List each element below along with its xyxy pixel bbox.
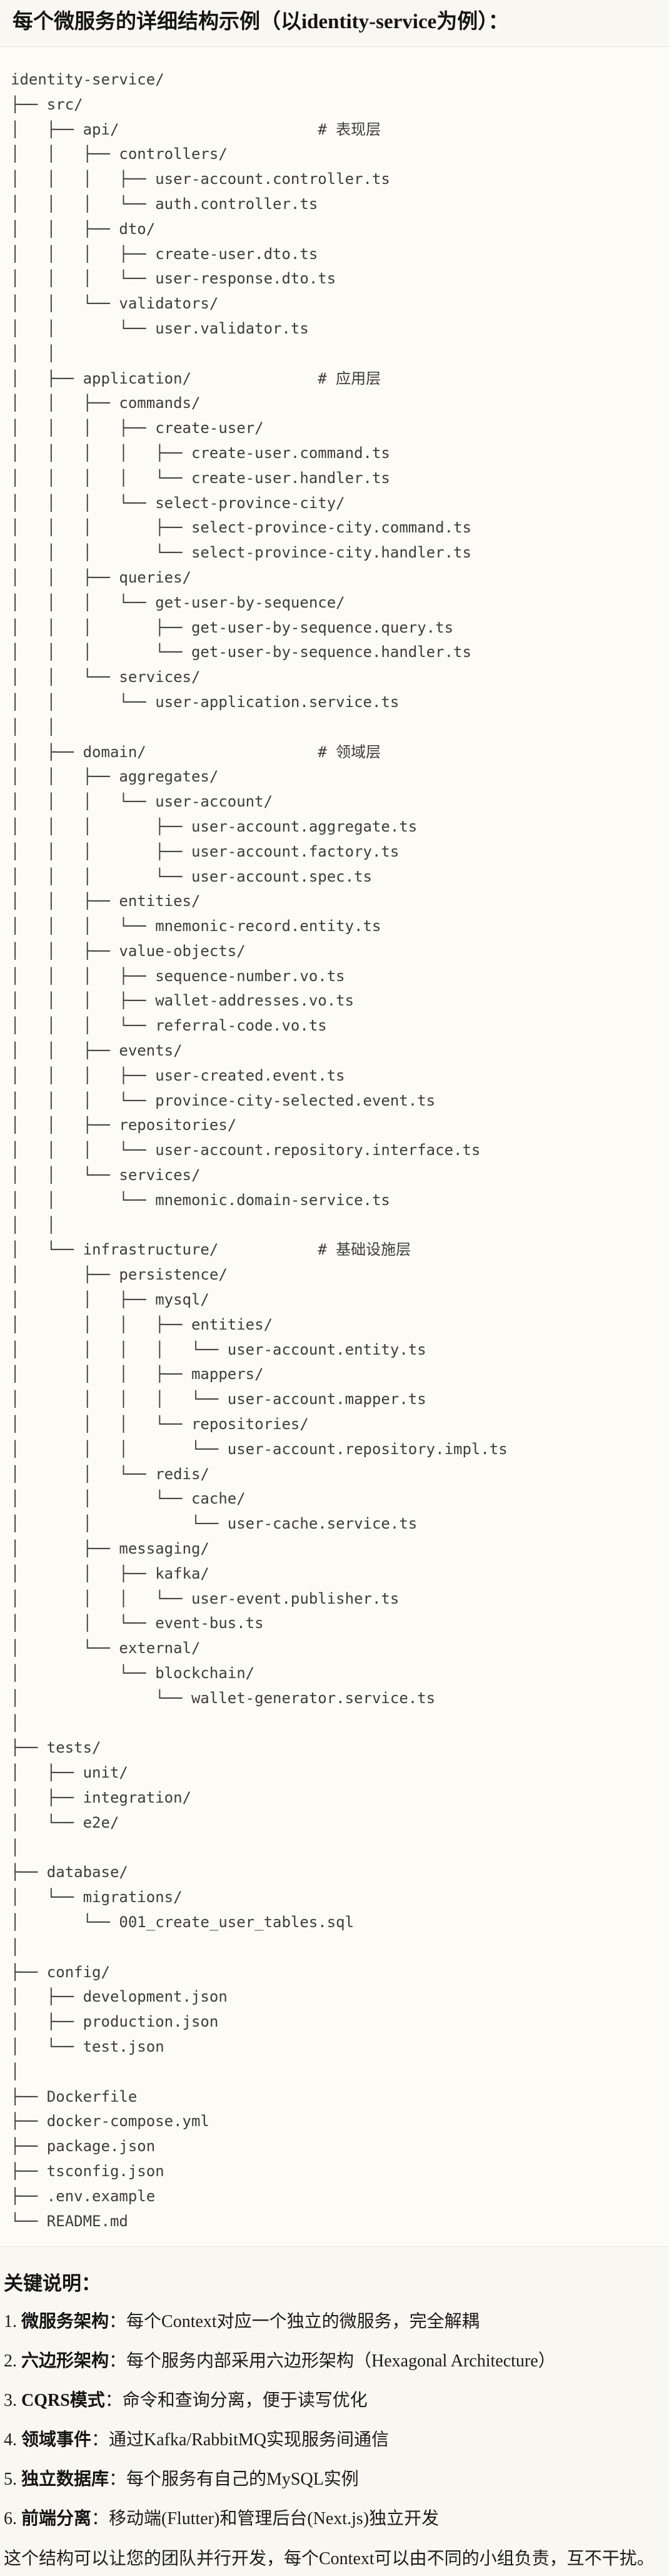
key-notes-section: 关键说明： 1.微服务架构：每个Context对应一个独立的微服务，完全解耦 2… [0,2268,669,2570]
note-text: ：每个服务内部采用六边形架构（Hexagonal Architecture） [109,2351,556,2371]
note-item: 1.微服务架构：每个Context对应一个独立的微服务，完全解耦 [4,2312,658,2332]
note-number: 4. [4,2430,17,2450]
summary-paragraph: 这个结构可以让您的团队并行开发，每个Context可以由不同的小组负责，互不干扰… [4,2549,655,2569]
note-text: ：每个服务有自己的MySQL实例 [109,2470,359,2490]
note-text: ：每个Context对应一个独立的微服务，完全解耦 [109,2312,480,2332]
note-label: 领域事件 [21,2430,92,2450]
note-label: 独立数据库 [21,2470,109,2490]
key-notes-heading: 关键说明： [4,2273,101,2295]
code-block: identity-service/ ├── src/ │ ├── api/ # … [0,46,669,2248]
note-number: 5. [4,2470,17,2490]
note-text: ：移动端(Flutter)和管理后台(Next.js)独立开发 [91,2509,440,2529]
note-item: 4.领域事件：通过Kafka/RabbitMQ实现服务间通信 [4,2430,658,2450]
directory-tree: identity-service/ ├── src/ │ ├── api/ # … [11,71,508,2230]
section-title: 每个微服务的详细结构示例（以identity-service为例）： [13,11,509,33]
note-item: 2.六边形架构：每个服务内部采用六边形架构（Hexagonal Architec… [4,2351,658,2371]
note-text: ：命令和查询分离，便于读写优化 [104,2391,368,2411]
note-number: 6. [4,2509,17,2529]
note-item: 6.前端分离：移动端(Flutter)和管理后台(Next.js)独立开发 [4,2509,658,2529]
note-number: 3. [4,2391,17,2411]
note-item: 3.CQRS模式：命令和查询分离，便于读写优化 [4,2391,658,2411]
note-text: ：通过Kafka/RabbitMQ实现服务间通信 [91,2430,389,2450]
note-label: CQRS模式 [21,2391,105,2411]
key-notes-list: 1.微服务架构：每个Context对应一个独立的微服务，完全解耦 2.六边形架构… [4,2312,658,2529]
note-number: 2. [4,2351,17,2371]
note-label: 前端分离 [21,2509,92,2529]
note-label: 微服务架构 [21,2312,109,2332]
note-item: 5.独立数据库：每个服务有自己的MySQL实例 [4,2470,658,2490]
note-label: 六边形架构 [21,2351,109,2371]
note-number: 1. [4,2312,17,2332]
